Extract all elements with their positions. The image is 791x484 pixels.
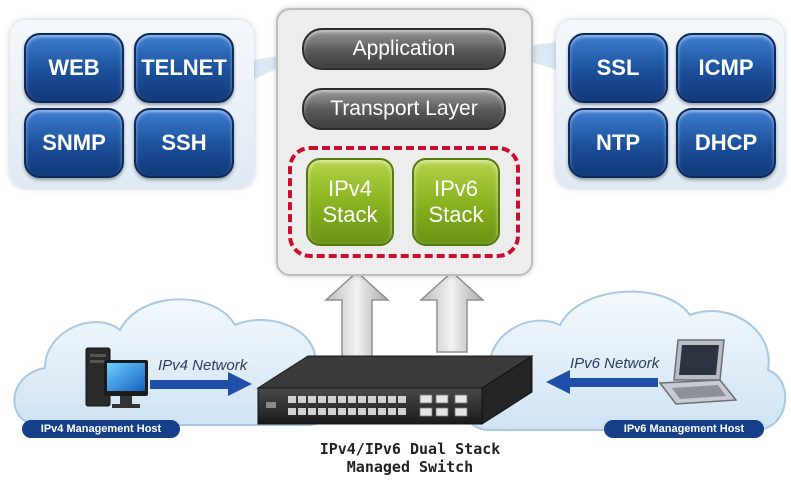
switch-caption: IPv4/IPv6 Dual Stack Managed Switch [300,440,520,476]
web-button: WEB [24,33,124,103]
ipv4-up-arrow [324,270,390,369]
ipv4-management-host-label: IPv4 Management Host [22,420,180,438]
ipv6-network-label: IPv6 Network [570,355,660,372]
ipv6-network-arrow [546,370,658,394]
ipv4-network-label: IPv4 Network [158,357,248,374]
ntp-button: NTP [568,108,668,178]
ipv6-stack-line1: IPv6 [433,176,479,201]
ipv4-stack-line1: IPv4 [327,176,373,201]
ipv4-stack-line2: Stack [322,202,378,227]
ssh-button: SSH [134,108,234,178]
icmp-button: ICMP [676,33,776,103]
ipv6-up-arrow [419,270,485,353]
ipv4-stack: IPv4 Stack [306,158,394,246]
ipv6-management-host-label: IPv6 Management Host [604,420,764,438]
dual-stack-dashed-outline [288,146,520,258]
ssl-button: SSL [568,33,668,103]
network-switch-icon [256,355,534,425]
dhcp-button: DHCP [676,108,776,178]
snmp-button: SNMP [24,108,124,178]
caption-line2: Managed Switch [346,458,474,476]
transport-layer: Transport Layer [302,88,506,130]
desktop-computer-icon [85,347,148,408]
ipv6-stack-line2: Stack [428,202,484,227]
telnet-button: TELNET [134,33,234,103]
ipv6-stack: IPv6 Stack [412,158,500,246]
caption-line1: IPv4/IPv6 Dual Stack [319,440,501,458]
laptop-icon [658,339,738,405]
application-layer: Application [302,28,506,70]
ipv4-network-arrow [150,372,252,396]
